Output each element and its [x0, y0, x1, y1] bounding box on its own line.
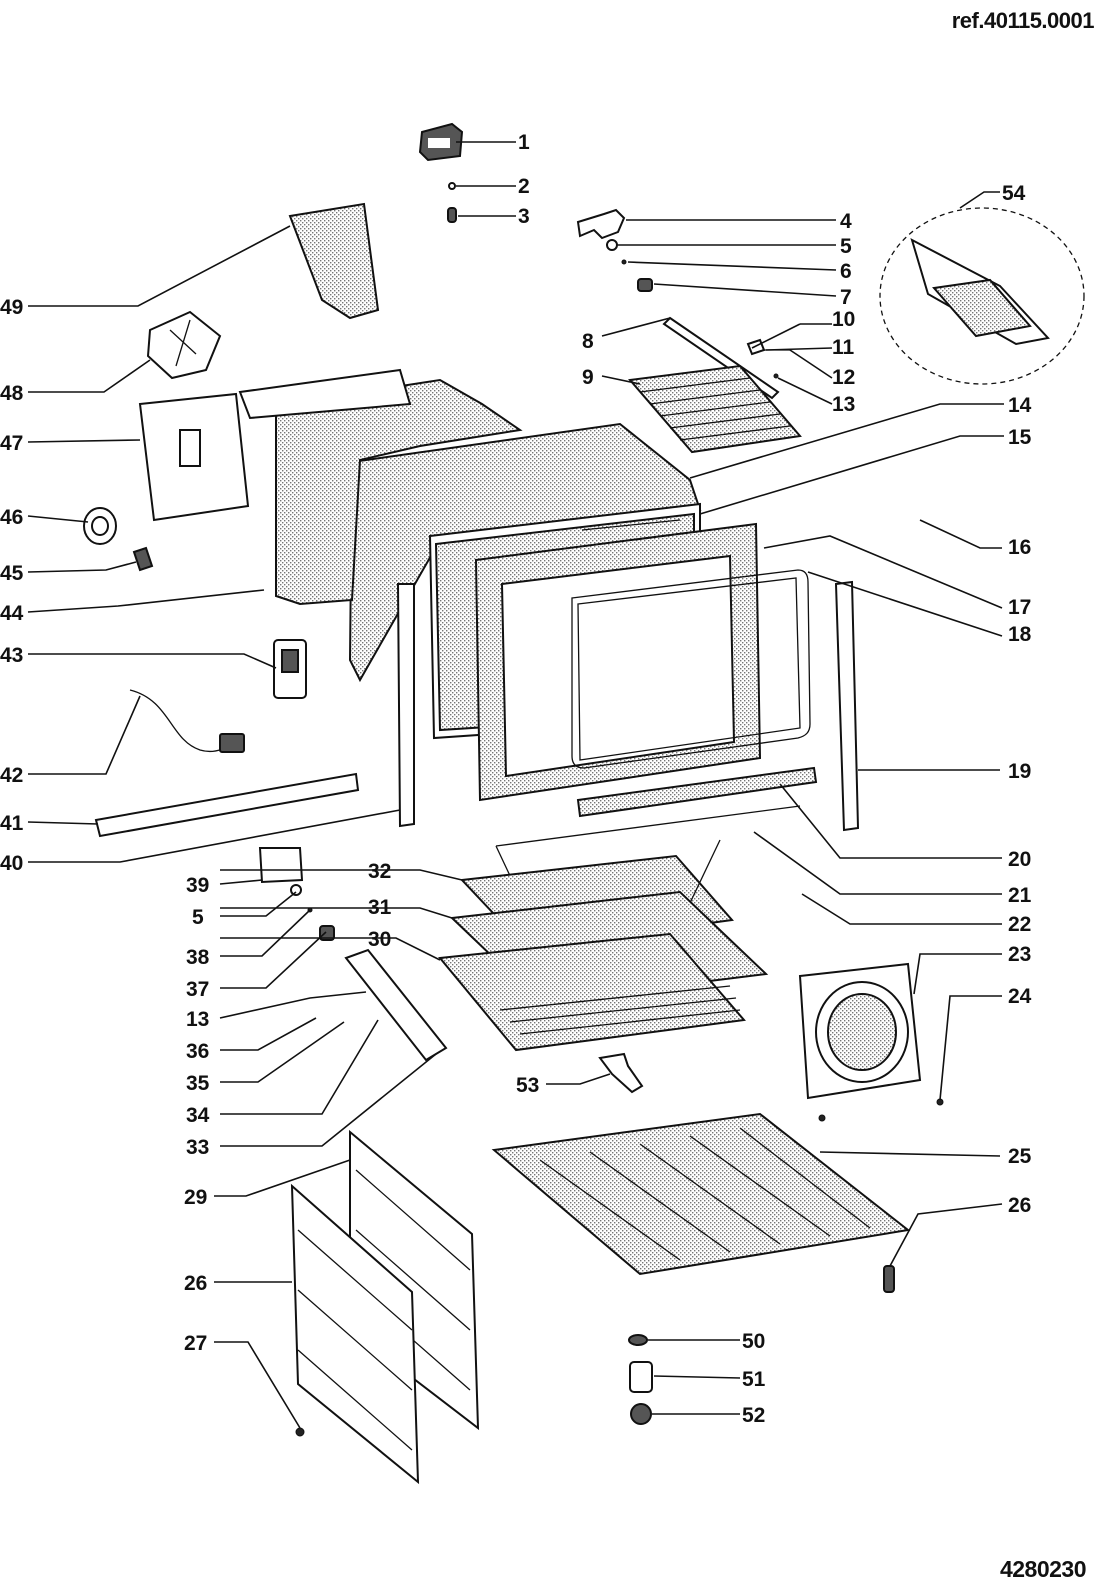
part-1-shape — [418, 122, 464, 162]
part-label-53: 53 — [516, 1074, 539, 1097]
part-label-52: 52 — [742, 1404, 765, 1427]
part-label-20: 20 — [1008, 848, 1031, 871]
part-label-41: 41 — [0, 812, 24, 835]
part-label-49: 49 — [0, 296, 23, 319]
drawing-code: 4280230 — [999, 1556, 1087, 1582]
part-label-5: 5 — [840, 235, 852, 258]
part-label-26-side-panel: 26 — [184, 1272, 207, 1295]
part-label-22: 22 — [1008, 913, 1031, 936]
part-label-42: 42 — [0, 764, 23, 787]
part-label-26-base-screw: 26 — [1008, 1194, 1031, 1217]
part-label-3: 3 — [518, 205, 530, 228]
part-label-21: 21 — [1008, 884, 1032, 907]
part-label-34: 34 — [186, 1104, 210, 1127]
part-label-54: 54 — [1002, 182, 1026, 205]
part-label-45: 45 — [0, 562, 24, 585]
part-label-5b: 5 — [192, 906, 204, 929]
part-label-13b: 13 — [186, 1008, 209, 1031]
part-label-25: 25 — [1008, 1145, 1032, 1168]
part-labels: 1 2 3 4 5 6 7 8 9 10 11 12 13 14 15 16 1… — [0, 131, 1032, 1427]
leader-lines — [27, 141, 1004, 1429]
part-label-51: 51 — [742, 1368, 766, 1391]
part-label-36: 36 — [186, 1040, 209, 1063]
part-label-31: 31 — [368, 896, 392, 919]
part-label-39: 39 — [186, 874, 209, 897]
part-label-50: 50 — [742, 1330, 765, 1353]
part-label-43: 43 — [0, 644, 23, 667]
part-label-9: 9 — [582, 366, 594, 389]
part-label-30: 30 — [368, 928, 391, 951]
reference-number: ref.40115.0001 — [951, 8, 1095, 33]
part-label-46: 46 — [0, 506, 23, 529]
part-label-18: 18 — [1008, 623, 1032, 646]
part-label-15: 15 — [1008, 426, 1032, 449]
part-label-27: 27 — [184, 1332, 207, 1355]
part-label-44: 44 — [0, 602, 24, 625]
part-label-13: 13 — [832, 393, 855, 416]
part-label-38: 38 — [186, 946, 210, 969]
part-label-4: 4 — [840, 210, 852, 233]
part-label-10: 10 — [832, 308, 855, 331]
part-label-1: 1 — [518, 131, 530, 154]
part-label-35: 35 — [186, 1072, 210, 1095]
component-drawings — [83, 122, 1085, 1485]
part-label-47: 47 — [0, 432, 23, 455]
part-label-37: 37 — [186, 978, 209, 1001]
part-label-2: 2 — [518, 175, 530, 198]
part-label-8: 8 — [582, 330, 594, 353]
part-label-19: 19 — [1008, 760, 1031, 783]
part-label-11: 11 — [832, 336, 855, 359]
part-label-48: 48 — [0, 382, 24, 405]
part-label-7: 7 — [840, 286, 852, 309]
part-label-33: 33 — [186, 1136, 209, 1159]
part-label-17: 17 — [1008, 596, 1031, 619]
part-label-12: 12 — [832, 366, 855, 389]
part-label-32: 32 — [368, 860, 391, 883]
part-label-29: 29 — [184, 1186, 207, 1209]
part-label-6: 6 — [840, 260, 852, 283]
part-label-24: 24 — [1008, 985, 1032, 1008]
part-label-16: 16 — [1008, 536, 1031, 559]
part-label-40: 40 — [0, 852, 23, 875]
part-label-23: 23 — [1008, 943, 1031, 966]
part-label-14: 14 — [1008, 394, 1032, 417]
